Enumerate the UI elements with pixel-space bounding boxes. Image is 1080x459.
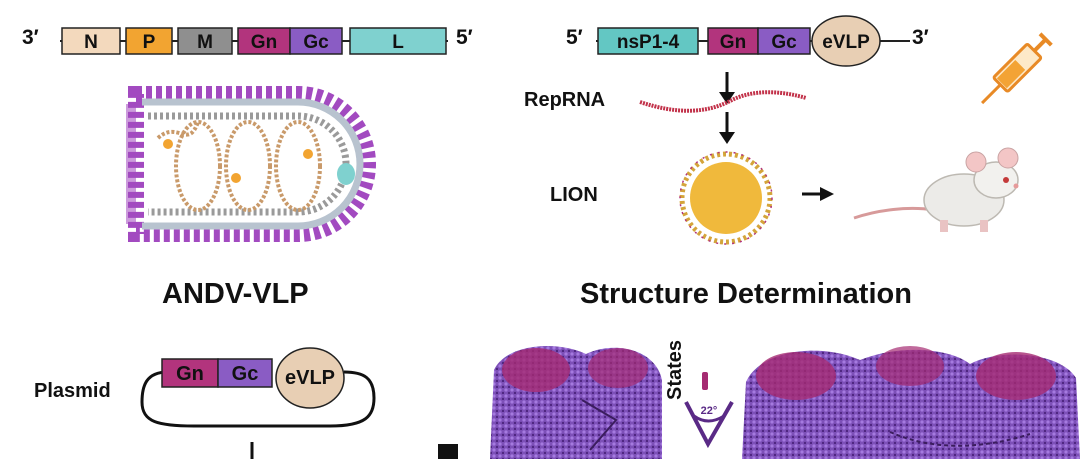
arrow-down-icon (719, 72, 735, 104)
nucleocapsid-coil (156, 120, 322, 212)
arrow-down-icon (719, 112, 735, 144)
segment-P-label: P (143, 32, 156, 53)
segment-M-label: M (197, 32, 213, 53)
segment-Gn-label: Gn (251, 32, 277, 53)
right-genome-prime-end: 3′ (912, 26, 929, 49)
l-protein-blob (337, 163, 355, 185)
right-segment-Gn-label: Gn (720, 32, 746, 53)
segment-P-box (125, 27, 173, 55)
right-genome-prime-start: 5′ (566, 26, 583, 49)
plasmid-backbone (140, 370, 376, 428)
right-genome-bar: nsP1-4 Gn Gc eVLP (596, 15, 910, 67)
right-segment-Gc-box (757, 27, 811, 55)
right-evlp-label: eVLP (822, 32, 870, 53)
segment-N-label: N (84, 32, 98, 53)
mouse-icon (853, 147, 1019, 232)
plasmid-Gn-label: Gn (176, 363, 204, 385)
polymerase-dot (163, 139, 173, 149)
segment-N-box (61, 27, 121, 55)
right-segment-Gn-box (707, 27, 759, 55)
inner-membrane-beads (148, 112, 350, 216)
lion-label: LION (550, 184, 598, 206)
angle-icon: 22° (684, 401, 734, 449)
outer-membrane (142, 98, 364, 230)
arrow-right-icon (802, 187, 834, 201)
segment-Gc-box (289, 27, 343, 55)
segment-Gc-label: Gc (303, 32, 329, 53)
segment-nsP-label: nsP1-4 (617, 32, 680, 53)
left-genome-prime-start: 3′ (22, 26, 39, 49)
state-marker (702, 372, 708, 390)
plasmid-evlp-label: eVLP (285, 367, 335, 389)
left-genome-bar: N P M Gn Gc L (60, 27, 448, 55)
density-map-left (490, 346, 662, 459)
polymerase-dot (231, 173, 241, 183)
segment-M-box (177, 27, 233, 55)
andv-vlp-title: ANDV-VLP (162, 278, 309, 310)
segment-L-box (349, 27, 447, 55)
plasmid-evlp-circle (275, 347, 345, 409)
plasmid-diagram: Gn Gc eVLP (140, 347, 376, 459)
cropped-glyph (438, 444, 458, 459)
reprna-label: RepRNA (524, 89, 606, 111)
plasmid-label: Plasmid (34, 380, 111, 402)
reprna-strand (639, 90, 807, 113)
segment-nsP-box (597, 27, 699, 55)
states-label: States (664, 339, 686, 400)
right-evlp-circle (811, 15, 881, 67)
glycoprotein-spike-layer (128, 86, 376, 242)
vlp-left-cap (126, 104, 136, 224)
polymerase-dot (303, 149, 313, 159)
angle-label: 22° (701, 405, 718, 417)
syringe-icon (980, 32, 1053, 105)
lion-nanoparticle (679, 151, 773, 245)
right-segment-Gc-label: Gc (771, 32, 797, 53)
structure-determination-title: Structure Determination (580, 278, 912, 310)
density-map-right (742, 346, 1080, 459)
segment-L-label: L (392, 32, 404, 53)
left-genome-prime-end: 5′ (456, 26, 473, 49)
andv-vlp-illustration (126, 86, 376, 242)
plasmid-Gc-box (217, 358, 273, 388)
plasmid-Gc-label: Gc (232, 363, 259, 385)
